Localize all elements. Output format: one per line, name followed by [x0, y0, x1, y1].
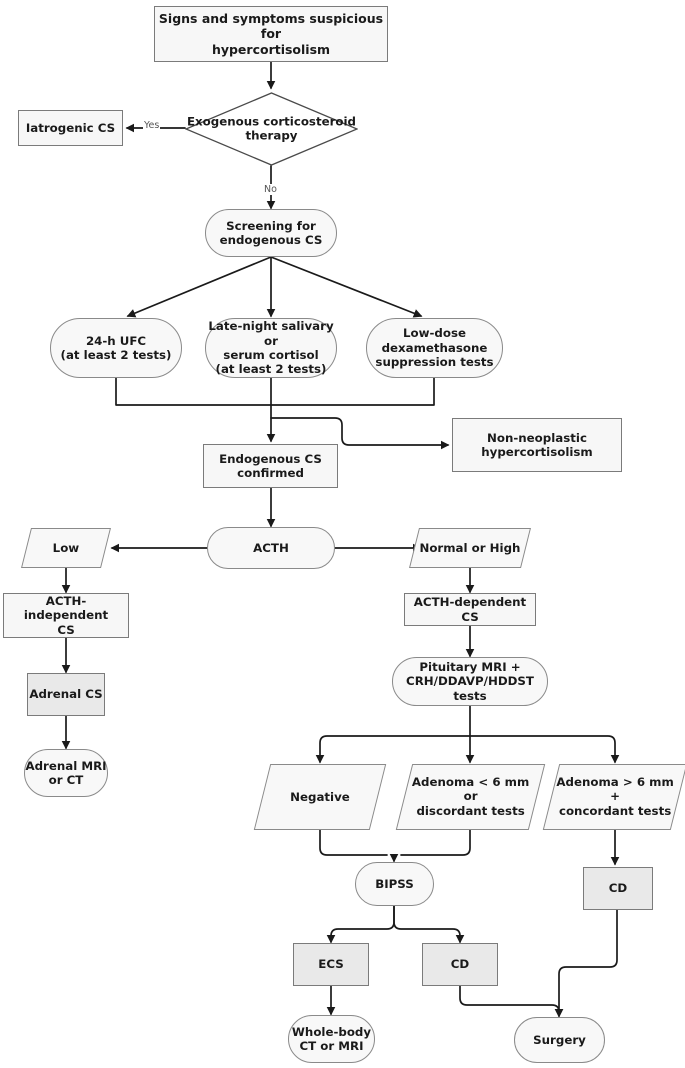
node-negative-label: Negative	[290, 789, 350, 804]
node-cd-left: CD	[422, 943, 498, 986]
edge-adenomasmall-to-bipss	[400, 829, 471, 856]
node-ecs: ECS	[293, 943, 369, 986]
edge-pituitary-to-negative	[315, 735, 471, 764]
node-salivary-serum-cortisol: Late-night salivary or serum cortisol (a…	[205, 318, 337, 378]
node-adrenal-cs: Adrenal CS	[27, 673, 105, 716]
node-24h-ufc: 24-h UFC (at least 2 tests)	[50, 318, 182, 378]
edge-screening-to-ufc	[126, 256, 272, 318]
node-acth-dependent-cs: ACTH-dependent CS	[404, 593, 536, 626]
edge-negative-to-bipss	[319, 829, 388, 856]
edge-bipss-to-cdleft	[393, 905, 465, 944]
node-acth: ACTH	[207, 527, 335, 569]
edge-merge-to-nonneoplastic	[270, 417, 450, 450]
edge-ufc-merge	[115, 377, 272, 406]
node-endogenous-cs-confirmed: Endogenous CS confirmed	[203, 444, 338, 488]
edge-cdleft-to-surgery	[459, 985, 564, 1018]
node-normal-or-high: Normal or High	[409, 528, 531, 568]
node-adenoma-small: Adenoma < 6 mm or discordant tests	[395, 764, 546, 830]
node-low: Low	[21, 528, 111, 568]
node-bipss: BIPSS	[355, 862, 434, 906]
node-signs-symptoms: Signs and symptoms suspicious for hyperc…	[154, 6, 388, 62]
edge-bipss-to-ecs	[326, 905, 395, 944]
node-adenoma-large-label: Adenoma > 6 mm + concordant tests	[556, 775, 674, 819]
node-screening-endogenous: Screening for endogenous CS	[205, 209, 337, 257]
node-acth-independent-cs: ACTH-independent CS	[3, 593, 129, 638]
node-adenoma-small-label: Adenoma < 6 mm or discordant tests	[411, 775, 530, 819]
edge-cdright-to-surgery	[554, 909, 618, 1018]
node-negative: Negative	[253, 764, 387, 830]
edge-label-yes: Yes	[143, 120, 161, 131]
edge-label-no: No	[263, 184, 278, 195]
diamond-shape	[185, 92, 358, 166]
node-non-neoplastic-hypercortisolism: Non-neoplastic hypercortisolism	[452, 418, 622, 472]
node-exogenous-therapy-label: Exogenous corticosteroid therapy	[186, 114, 357, 143]
node-adenoma-large: Adenoma > 6 mm + concordant tests	[542, 764, 685, 830]
node-exogenous-therapy: Exogenous corticosteroid therapy	[185, 92, 358, 166]
node-adrenal-mri-or-ct: Adrenal MRI or CT	[24, 749, 108, 797]
node-normal-or-high-label: Normal or High	[419, 540, 521, 555]
node-pituitary-mri: Pituitary MRI + CRH/DDAVP/HDDST tests	[392, 657, 548, 706]
node-cd-right: CD	[583, 867, 653, 910]
node-low-label: Low	[52, 540, 80, 555]
node-low-dose-dexamethasone: Low-dose dexamethasone suppression tests	[366, 318, 503, 378]
edge-pituitary-to-adenoma-large	[469, 735, 620, 764]
node-surgery: Surgery	[514, 1017, 605, 1063]
node-iatrogenic-cs: Iatrogenic CS	[18, 110, 123, 146]
node-whole-body-ct-mri: Whole-body CT or MRI	[288, 1015, 375, 1063]
edge-screening-to-lowdose	[270, 256, 423, 318]
edge-lowdose-merge	[270, 377, 435, 406]
